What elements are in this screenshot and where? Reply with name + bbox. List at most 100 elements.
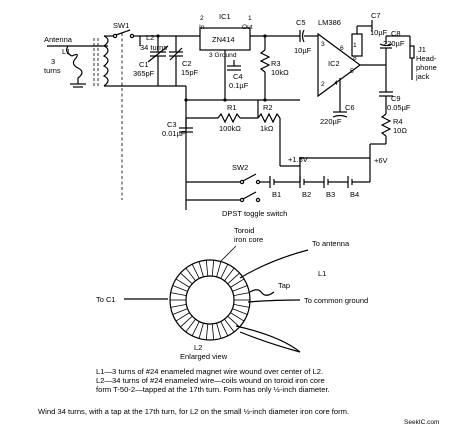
c5-label: C5	[296, 18, 306, 27]
battery-pack: B1 B2 B3 B4	[269, 176, 370, 199]
r1-value: 100kΩ	[219, 124, 241, 133]
lm386-label: LM386	[318, 18, 341, 27]
sw2-contact-a	[239, 179, 245, 185]
c2-trimmer-capacitor: C2 15pF	[169, 36, 199, 86]
toroid-winding-turn	[180, 272, 193, 285]
r1-zigzag	[217, 112, 241, 124]
c4-capacitor: C4 0.1µF	[227, 60, 249, 90]
note-l2: L2—34 turns of #24 enameled wire—coils w…	[96, 376, 325, 385]
b3-label: B3	[326, 190, 335, 199]
c5-value: 10µF	[294, 46, 312, 55]
toroid-winding-turn	[220, 321, 229, 336]
ic1-pin1: 1	[248, 15, 252, 22]
sw1-blade	[115, 29, 131, 36]
toroid-winding-turn	[211, 260, 215, 277]
toroid-winding-turn	[170, 304, 187, 308]
ic2-lm386: LM386 IC2 3 2 6 5 4	[317, 18, 386, 98]
sw1-contact-a	[112, 33, 118, 39]
c3-value: 0.01µF	[162, 129, 186, 138]
toroid-enlarged-view: Toroid iron core To antenna L1 Tap To co…	[96, 226, 368, 361]
toroid-winding-turn	[175, 278, 190, 288]
l1-label: L1	[62, 47, 70, 56]
toroid-winding-turn	[216, 261, 222, 278]
j1-label: J1	[418, 45, 426, 54]
c8-value: 220µF	[383, 39, 405, 48]
c1-variable-capacitor: C1 365pF	[133, 36, 169, 86]
j1-headphone-jack: J1 Head- phone jack	[409, 36, 437, 81]
l1-coil	[66, 45, 83, 84]
toroid-winding-turn	[180, 315, 193, 328]
l2-coil	[102, 35, 109, 87]
r4-value: 10Ω	[393, 126, 407, 135]
v15-label: +1.5V	[288, 155, 308, 164]
note-l2-cont: form T-50-2—tapped at the 17th turn. For…	[96, 385, 330, 394]
r4-zigzag	[380, 113, 392, 137]
toroid-to-ground: To common ground	[304, 296, 368, 305]
c1-variable-arrow	[147, 45, 169, 63]
toroid-winding-turn	[172, 308, 188, 315]
sw1-contact-b	[129, 33, 135, 39]
toroid-to-antenna: To antenna	[312, 239, 350, 248]
c3-label: C3	[167, 120, 177, 129]
toroid-inner	[185, 275, 235, 325]
c9-r4-network: C9 0.05µF R4 10Ω	[379, 65, 411, 144]
toroid-winding-turn	[211, 323, 215, 340]
b4-label: B4	[350, 190, 359, 199]
toroid-winding-turn	[198, 322, 204, 339]
c4-label: C4	[233, 72, 243, 81]
toroid-winding-turn	[198, 261, 204, 278]
ic1-pin-out: Out	[242, 24, 253, 31]
toroid-enlarged-label: Enlarged view	[180, 352, 228, 361]
ic2-pin1: 1	[353, 42, 357, 49]
ic1-zn414: IC1 ZN414 2 In 1 Out 3 Ground	[199, 12, 253, 100]
j1-desc-b: phone	[416, 63, 437, 72]
junction-mid-ic1	[223, 98, 227, 102]
toroid-l1-label: L1	[318, 269, 326, 278]
toroid-winding-turn	[191, 264, 200, 279]
sw2-blade	[242, 173, 257, 182]
note-l1: L1—3 turns of #24 enameled magnet wire w…	[96, 367, 324, 376]
ic1-pin-in: In	[199, 24, 205, 31]
r2-zigzag	[257, 112, 281, 124]
sw2-label: SW2	[232, 163, 248, 172]
toroid-winding-turn	[227, 272, 240, 285]
dpst-label: DPST toggle switch	[222, 209, 287, 218]
toroid-core-label-a: Toroid	[234, 226, 254, 235]
l2-lead-tail	[235, 325, 301, 353]
sw2-contact-c	[239, 197, 245, 203]
c2-label: C2	[182, 59, 192, 68]
toroid-winding-turn	[232, 308, 248, 315]
l2-label: L2	[146, 33, 154, 42]
c9-label: C9	[391, 94, 401, 103]
j1-body	[409, 45, 415, 59]
c2-value: 15pF	[181, 68, 199, 77]
c5-capacitor: C5 10µF	[294, 18, 318, 55]
r2-value: 1kΩ	[260, 124, 274, 133]
c7-capacitor: 1 8 C7 10µF	[351, 11, 388, 62]
ic1-part: ZN414	[212, 35, 235, 44]
tap-lead	[249, 289, 275, 296]
c7-label: C7	[371, 11, 381, 20]
antenna-label: Antenna	[44, 35, 73, 44]
r2-label: R2	[263, 103, 273, 112]
toroid-winding-turn	[230, 312, 245, 322]
l1-turns-w: turns	[44, 66, 61, 75]
r4-label: R4	[393, 117, 403, 126]
toroid-winding-turn	[224, 318, 235, 333]
l1-lead-antenna	[239, 249, 309, 279]
r1-label: R1	[227, 103, 237, 112]
footer-caption: Wind 34 turns, with a tap at the 17th tu…	[38, 407, 350, 416]
ic1-label: IC1	[219, 12, 231, 21]
toroid-to-c1: To C1	[96, 295, 116, 304]
toroid-winding-turn	[224, 267, 235, 282]
l2-coil-section: L2 34 turns	[93, 33, 167, 87]
r3-zigzag	[259, 49, 271, 73]
c6-plate-b	[332, 114, 348, 118]
junction-mid-r3	[263, 98, 267, 102]
sw2-contact-b	[255, 179, 261, 185]
toroid-tap: Tap	[278, 281, 290, 290]
c6-capacitor: C6 220µF	[320, 96, 355, 126]
r1-resistor: R1 100kΩ	[186, 103, 258, 133]
toroid-winding-turn	[205, 323, 209, 340]
